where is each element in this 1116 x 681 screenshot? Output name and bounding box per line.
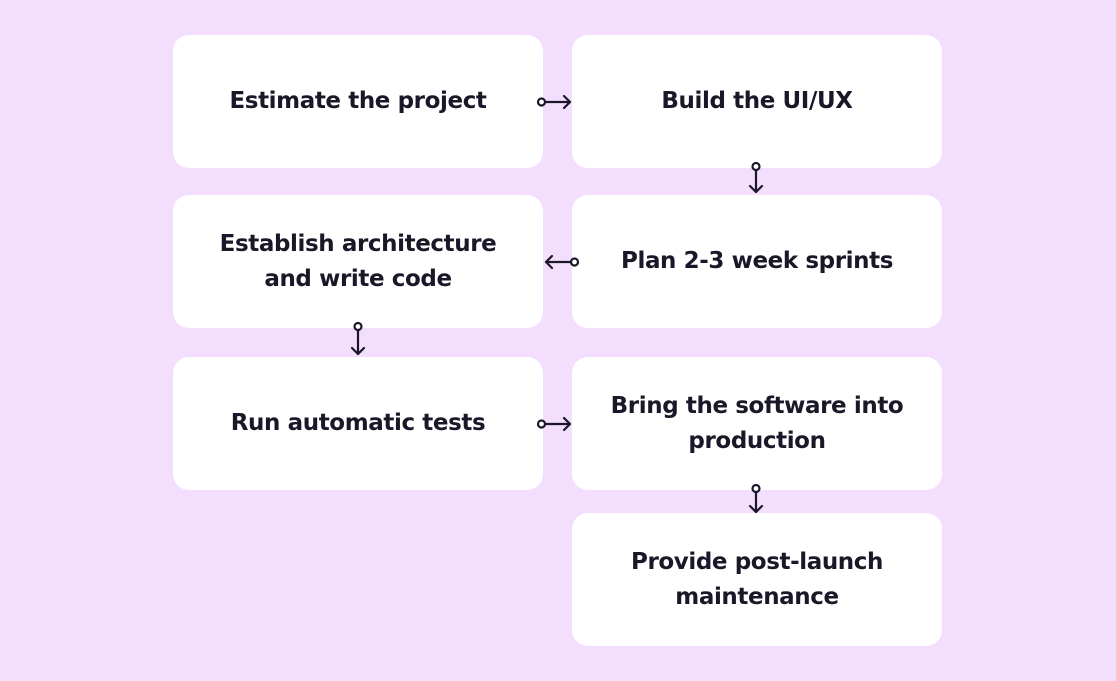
arrow-right-icon xyxy=(536,416,572,432)
arrow-left-icon xyxy=(544,254,580,270)
step-label: Establish architecture and write code xyxy=(219,230,497,292)
step-label: Estimate the project xyxy=(229,88,487,114)
arrow-down-icon xyxy=(350,321,366,356)
arrow-down-icon xyxy=(748,161,764,194)
arrow-right-icon xyxy=(536,94,572,110)
step-label: Provide post-launch maintenance xyxy=(630,548,883,610)
step-plan-sprints: Plan 2-3 week sprints xyxy=(572,195,942,328)
step-label: Run automatic tests xyxy=(230,410,486,436)
step-label: Plan 2-3 week sprints xyxy=(621,248,893,274)
step-run-tests: Run automatic tests xyxy=(173,357,543,490)
arrow-down-icon xyxy=(748,483,764,514)
step-label: Build the UI/UX xyxy=(661,88,853,114)
step-estimate-project: Estimate the project xyxy=(173,35,543,168)
step-build-ui-ux: Build the UI/UX xyxy=(572,35,942,168)
step-label: Bring the software into production xyxy=(610,392,904,454)
step-post-launch-maintenance: Provide post-launch maintenance xyxy=(572,513,942,646)
step-establish-architecture: Establish architecture and write code xyxy=(173,195,543,328)
step-bring-to-production: Bring the software into production xyxy=(572,357,942,490)
